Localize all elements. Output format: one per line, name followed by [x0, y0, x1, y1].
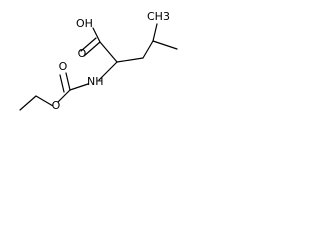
ester-oxygen-label: O: [52, 99, 61, 112]
bond-acid-carbon-alpha-carbon: [99, 41, 118, 63]
bond-ester-o-ethyl-carbon: [35, 95, 54, 107]
oh-label: OH: [76, 17, 93, 30]
bond-beta-carbon-gamma-carbon: [142, 40, 154, 59]
bond-alpha-carbon-beta-carbon: [116, 57, 144, 63]
bond-carbamate-carbon-ester-o: [57, 89, 71, 103]
bond-carbamate-carbon-carbonyl-o: [65, 72, 71, 91]
bond-oh-acid-carbon: [92, 27, 101, 43]
bond-nh-carbamate-carbon: [69, 83, 89, 91]
bond-acid-carbon-carbonyl-o: [83, 41, 101, 57]
bond-carbamate-carbon-carbonyl-o-double: [59, 74, 65, 93]
bond-acid-carbon-carbonyl-o-double: [80, 37, 97, 52]
bond-gamma-carbon-right-methyl: [152, 40, 178, 50]
bond-gamma-carbon-methyl: [152, 23, 158, 42]
nh-label: NH: [87, 75, 104, 88]
bond-ethyl-carbon-terminal-carbon: [19, 95, 37, 111]
molecule-structure-diagram: OH O CH3 NH O O: [19, 10, 178, 112]
methyl-label: CH3: [147, 10, 170, 23]
bond-alpha-carbon-nh: [98, 61, 118, 81]
acid-carbonyl-oxygen-label: O: [78, 47, 87, 60]
carbamate-carbonyl-oxygen-label: O: [59, 60, 68, 73]
bond-group: [19, 23, 178, 111]
